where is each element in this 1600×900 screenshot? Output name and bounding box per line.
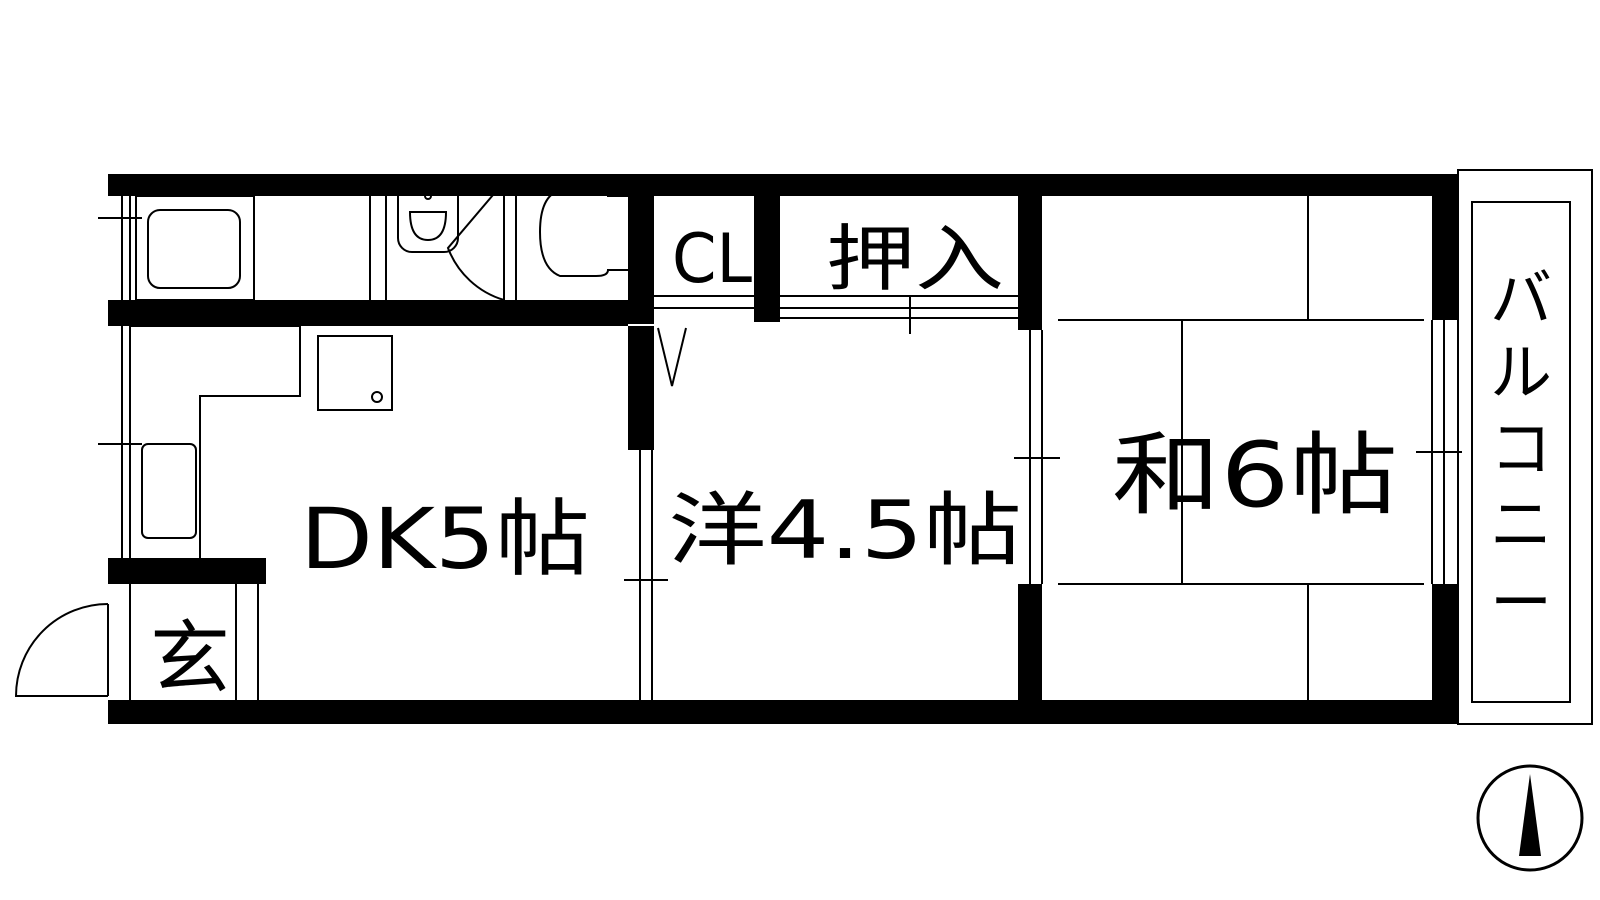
closet-label: CL — [672, 220, 752, 299]
balcony-char: ル — [1490, 336, 1552, 409]
walls — [108, 174, 1458, 724]
dk-label: DK5帖 — [300, 490, 590, 588]
japanese-room-label: 和6帖 — [1112, 423, 1398, 528]
balcony-char: コ — [1490, 412, 1552, 485]
oshiire-label: 押入 — [826, 217, 1004, 301]
balcony-char: ー — [1490, 566, 1552, 639]
entrance-label: 玄 — [150, 612, 230, 705]
balcony-char: バ — [1490, 262, 1552, 335]
north-arrow-icon — [1476, 764, 1584, 872]
western-room-label: 洋4.5帖 — [668, 484, 1022, 577]
balcony-label: バ ル コ ニ ー — [1490, 262, 1552, 639]
balcony-char: ニ — [1490, 488, 1552, 561]
